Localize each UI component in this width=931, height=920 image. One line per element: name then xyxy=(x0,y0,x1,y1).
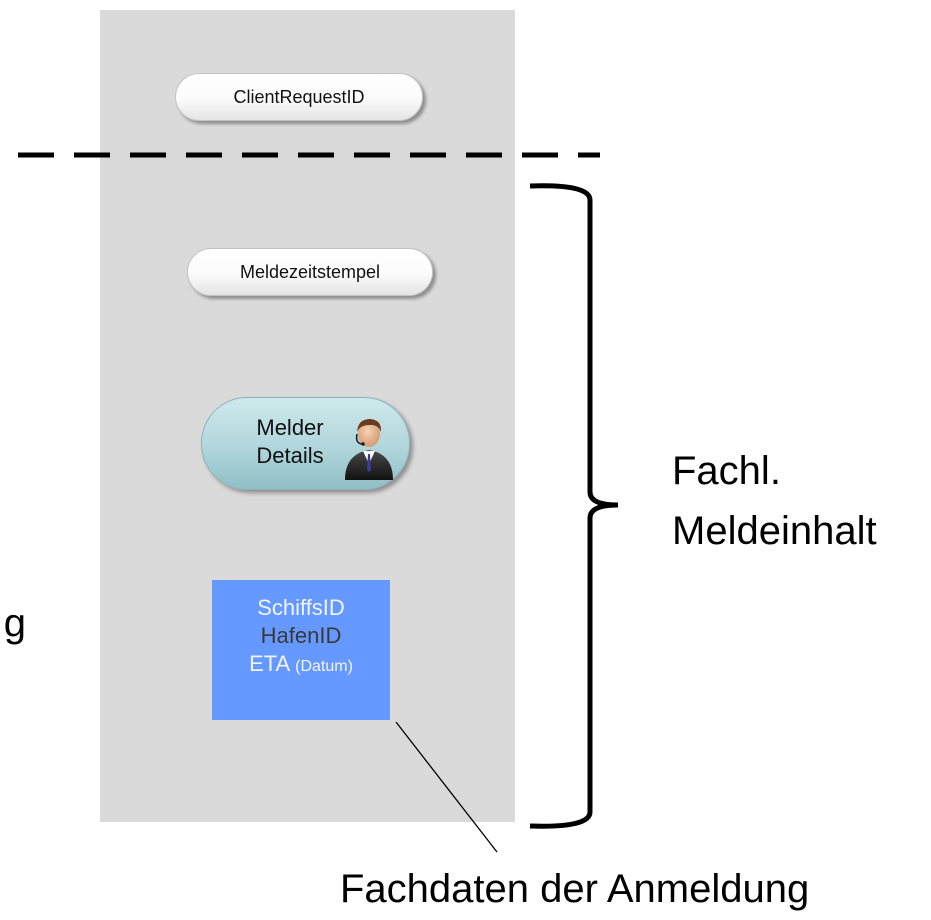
fachdaten-box: SchiffsID HafenID ETA (Datum) xyxy=(212,580,390,720)
partial-left-text: g xyxy=(3,601,26,645)
client-request-id-pill: ClientRequestID xyxy=(175,73,423,121)
person-headset-icon xyxy=(345,419,393,480)
schiffs-id-text: SchiffsID xyxy=(257,595,345,620)
client-request-id-label: ClientRequestID xyxy=(233,86,365,107)
brace-label-line2: Meldeinhalt xyxy=(672,509,877,553)
melder-details-text: Melder Details xyxy=(240,414,340,470)
hafen-id-text: HafenID xyxy=(260,623,342,648)
meldezeitstempel-label: Meldezeitstempel xyxy=(239,261,381,282)
callout-label: Fachdaten der Anmeldung xyxy=(340,867,810,911)
brace-label-line1: Fachl. xyxy=(672,449,781,493)
curly-brace xyxy=(529,183,619,829)
melder-line1: Melder xyxy=(256,415,324,440)
melder-details-pill: Melder Details xyxy=(201,397,410,490)
eta-suffix-text: (Datum) xyxy=(295,658,353,675)
eta-line: ETA (Datum) xyxy=(249,650,353,681)
melder-line2: Details xyxy=(256,443,324,468)
meldezeitstempel-pill: Meldezeitstempel xyxy=(187,248,433,296)
eta-text: ETA xyxy=(249,651,290,676)
callout-line xyxy=(395,721,498,853)
